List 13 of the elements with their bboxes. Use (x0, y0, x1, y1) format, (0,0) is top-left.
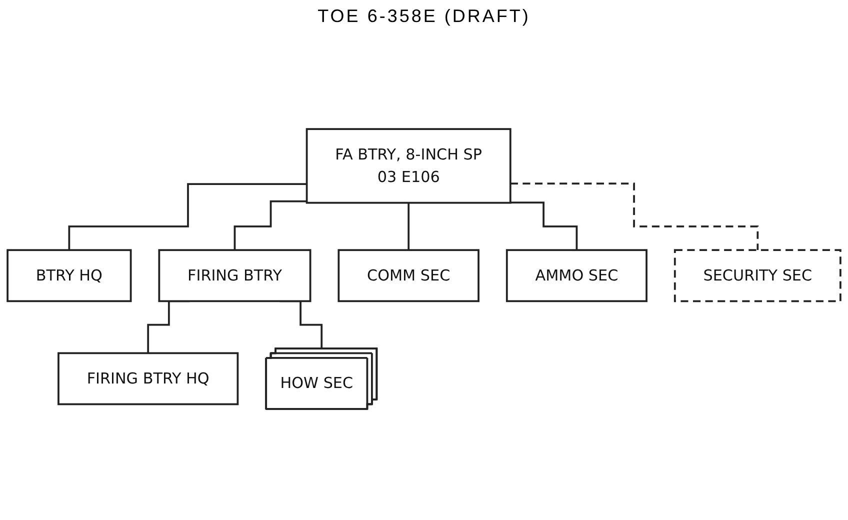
node-box: AMMO SEC (506, 249, 648, 302)
node-box: FIRING BTRY (158, 249, 312, 302)
connector (234, 200, 307, 252)
connector (510, 182, 759, 252)
connector (68, 183, 307, 252)
node-box: FIRING BTRY HQ (58, 352, 239, 406)
node-box: BTRY HQ (6, 249, 132, 302)
connector (408, 202, 410, 252)
node-box: COMM SEC (338, 249, 480, 302)
node-box: FA BTRY, 8-INCH SP 03 E106 (306, 128, 512, 204)
connector (510, 202, 578, 252)
chart-title: TOE 6-358E (DRAFT) (316, 6, 532, 27)
node-box: SECURITY SEC (674, 249, 842, 302)
